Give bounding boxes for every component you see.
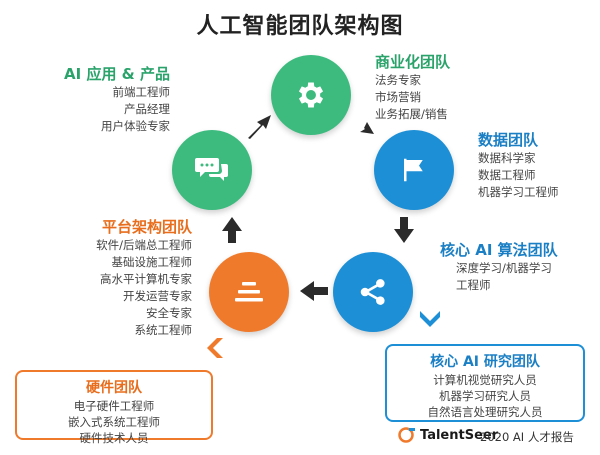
role-item: 基础设施工程师 (111, 255, 193, 269)
team-platform: 平台架构团队 软件/后端总工程师 基础设施工程师 高水平计算机专家 开发运营专家… (60, 217, 192, 339)
role-item: 数据工程师 (478, 168, 536, 182)
team-algorithm: 核心 AI 算法团队 深度学习/机器学习 工程师 (440, 240, 558, 294)
role-item: 安全专家 (146, 306, 192, 320)
team-data: 数据团队 数据科学家 数据工程师 机器学习工程师 (478, 130, 559, 201)
stack-icon (233, 279, 265, 305)
role-item: 嵌入式系统工程师 (68, 415, 160, 429)
share-icon (357, 276, 389, 308)
algorithm-circle (333, 252, 413, 332)
application-circle (172, 130, 252, 210)
role-item: 电子硬件工程师 (73, 399, 155, 413)
role-item: 开发运营专家 (123, 289, 192, 303)
role-item: 前端工程师 (112, 85, 171, 99)
arrow-data-to-algorithm (394, 217, 414, 243)
role-item: 产品经理 (124, 102, 170, 116)
report-label: 2020 AI 人才报告 (480, 430, 574, 444)
role-item: 机器学习工程师 (478, 185, 559, 199)
team-research-title: 核心 AI 研究团队 (430, 354, 540, 370)
role-item: 业务拓展/销售 (375, 107, 448, 121)
arrow-algorithm-to-platform (300, 281, 328, 301)
arrow-platform-to-application (222, 217, 242, 243)
team-research-box: 核心 AI 研究团队 计算机视觉研究人员 机器学习研究人员 自然语言处理研究人员 (385, 344, 585, 422)
role-item: 系统工程师 (134, 323, 193, 337)
flag-icon (399, 155, 429, 185)
role-item: 机器学习研究人员 (439, 389, 531, 403)
role-item: 高水平计算机专家 (100, 272, 192, 286)
role-item: 计算机视觉研究人员 (433, 373, 537, 387)
role-item: 工程师 (456, 278, 491, 292)
role-item: 数据科学家 (478, 151, 536, 165)
role-item: 法务专家 (375, 73, 421, 87)
arrow-commercial-to-data (352, 116, 374, 134)
role-item: 用户体验专家 (101, 119, 170, 133)
team-hardware-title: 硬件团队 (86, 380, 142, 396)
chevron-blue-icon (420, 311, 440, 327)
role-item: 深度学习/机器学习 (456, 261, 552, 275)
gear-icon (294, 78, 328, 112)
commercial-circle (271, 55, 351, 135)
platform-circle (209, 252, 289, 332)
team-hardware-box: 硬件团队 电子硬件工程师 嵌入式系统工程师 硬件技术人员 (15, 370, 213, 445)
team-commercial: 商业化团队 法务专家 市场营销 业务拓展/销售 (375, 52, 450, 123)
talentseer-logo: TalentSeer (398, 426, 498, 444)
page-title: 人工智能团队架构图 (196, 14, 404, 39)
team-algorithm-title: 核心 AI 算法团队 (440, 241, 558, 259)
data-circle (374, 130, 454, 210)
brand-name: TalentSeer (420, 427, 499, 443)
role-item: 硬件技术人员 (79, 431, 149, 445)
team-platform-title: 平台架构团队 (101, 218, 192, 236)
role-item: 市场营销 (375, 90, 421, 104)
role-item: 软件/后端总工程师 (96, 238, 192, 252)
team-commercial-title: 商业化团队 (375, 53, 451, 71)
arrow-application-to-commercial (248, 115, 271, 139)
chat-icon (194, 154, 230, 186)
team-data-title: 数据团队 (478, 131, 539, 149)
team-application-title: AI 应用 & 产品 (64, 65, 170, 83)
team-application: AI 应用 & 产品 前端工程师 产品经理 用户体验专家 (50, 64, 170, 135)
talentseer-logo-icon (398, 427, 415, 443)
chevron-orange-icon (207, 338, 223, 358)
role-item: 自然语言处理研究人员 (427, 405, 543, 419)
